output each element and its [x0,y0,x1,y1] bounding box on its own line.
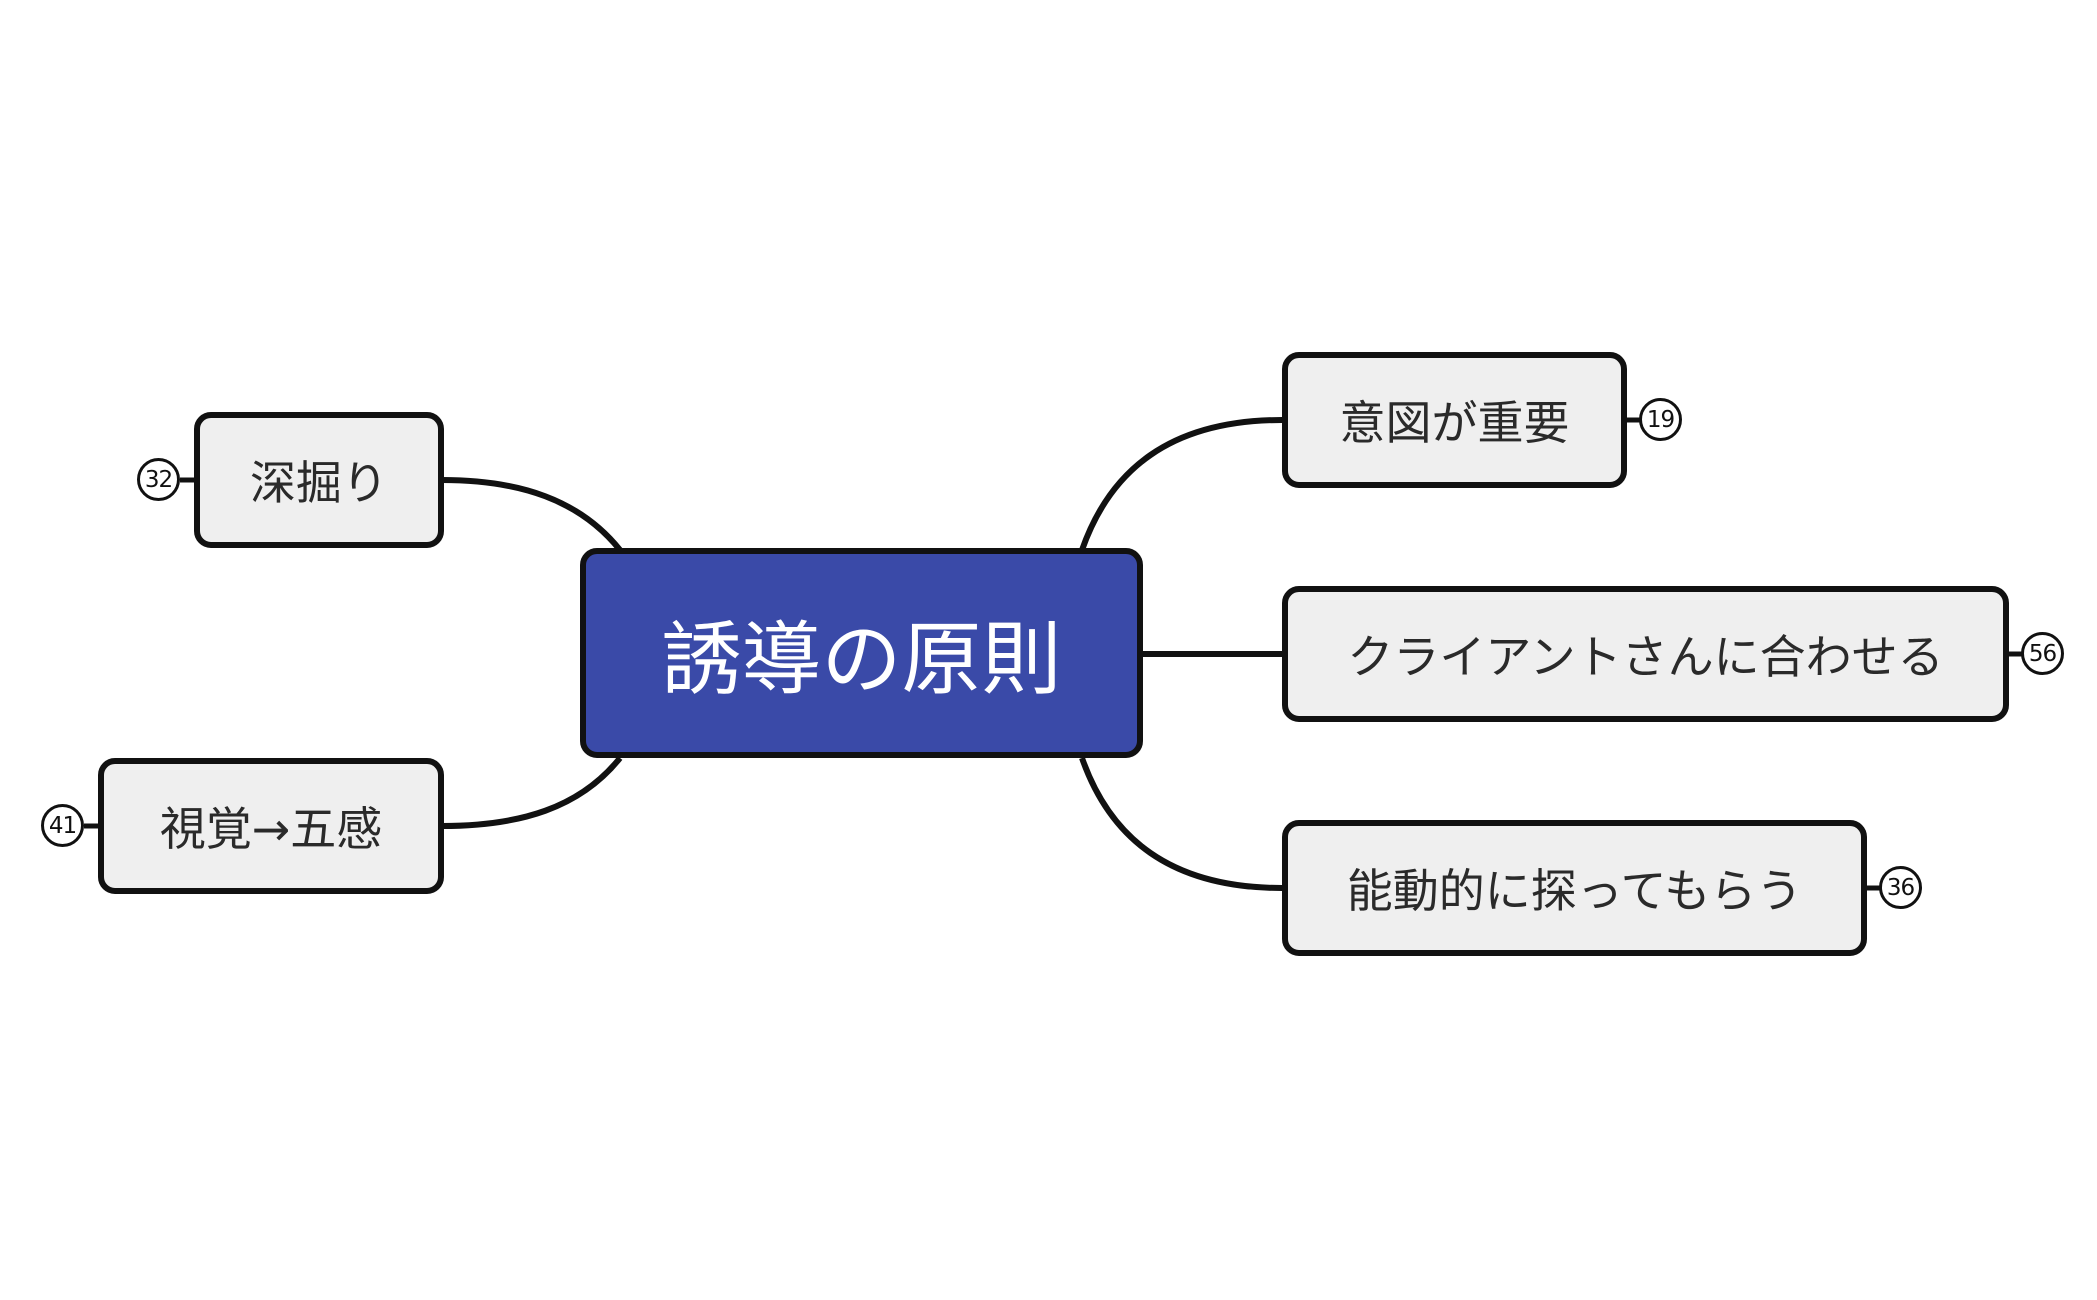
topic-dig-count: 32 [144,466,173,493]
topic-senses[interactable]: 視覚→五感 [98,758,444,894]
topic-intent-count: 19 [1646,406,1675,433]
topic-client[interactable]: クライアントさんに合わせる [1282,586,2009,722]
connector-central-to-senses [441,756,623,829]
topic-intent-count-badge[interactable]: 19 [1639,398,1682,441]
central-topic-label: 誘導の原則 [661,613,1062,706]
topic-intent[interactable]: 意図が重要 [1282,352,1627,488]
topic-dig-label: 深掘り [250,456,388,510]
topic-dig[interactable]: 深掘り [194,412,444,548]
topic-intent-label: 意図が重要 [1339,396,1570,450]
connector-central-to-active [1079,757,1283,891]
topic-senses-count: 41 [48,812,77,839]
topic-dig-count-badge[interactable]: 32 [137,458,180,501]
topic-senses-label: 視覚→五感 [159,802,383,856]
topic-client-count-badge[interactable]: 56 [2021,632,2064,675]
topic-active-label: 能動的に探ってもらう [1346,864,1803,918]
topic-active[interactable]: 能動的に探ってもらう [1282,820,1867,956]
central-topic[interactable]: 誘導の原則 [580,548,1143,758]
connector-central-to-intent [1079,417,1283,551]
connector-central-to-dig [441,477,623,552]
topic-client-label: クライアントさんに合わせる [1347,630,1944,684]
topic-client-count: 56 [2028,640,2057,667]
topic-active-count-badge[interactable]: 36 [1879,866,1922,909]
topic-senses-count-badge[interactable]: 41 [41,804,84,847]
topic-active-count: 36 [1886,874,1915,901]
